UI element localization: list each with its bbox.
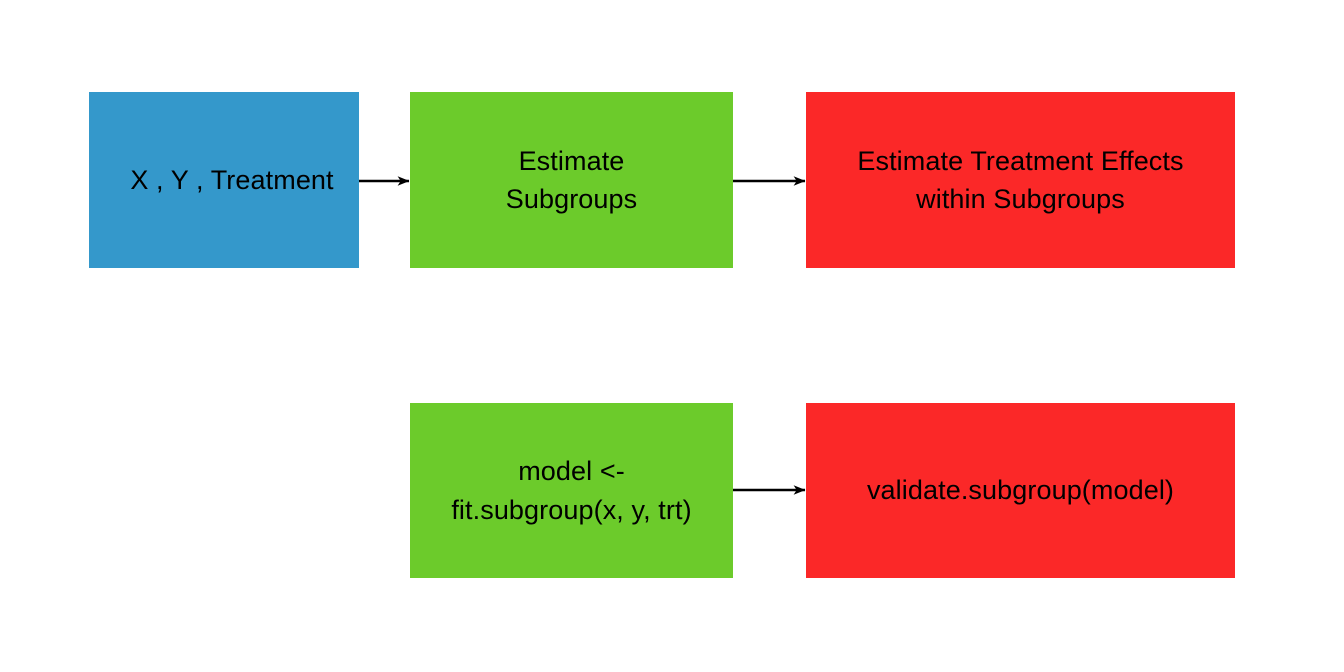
node-data-label: X , Y , Treatment: [130, 164, 334, 195]
node-fit-subgroup[interactable]: model <- fit.subgroup(x, y, trt): [410, 403, 733, 578]
node-data[interactable]: X , Y , Treatment: [89, 92, 359, 268]
node-estimate-subgroups[interactable]: Estimate Subgroups: [410, 92, 733, 268]
node-fit-subgroup-label: model <- fit.subgroup(x, y, trt): [451, 456, 692, 525]
node-validate-subgroup-label: validate.subgroup(model): [866, 475, 1175, 506]
node-validate-subgroup[interactable]: validate.subgroup(model): [806, 403, 1235, 578]
node-estimate-treatment-effects-label: Estimate Treatment Effects within Subgro…: [857, 145, 1184, 214]
node-estimate-treatment-effects[interactable]: Estimate Treatment Effects within Subgro…: [806, 92, 1235, 268]
node-estimate-subgroups-label: Estimate Subgroups: [505, 145, 638, 214]
